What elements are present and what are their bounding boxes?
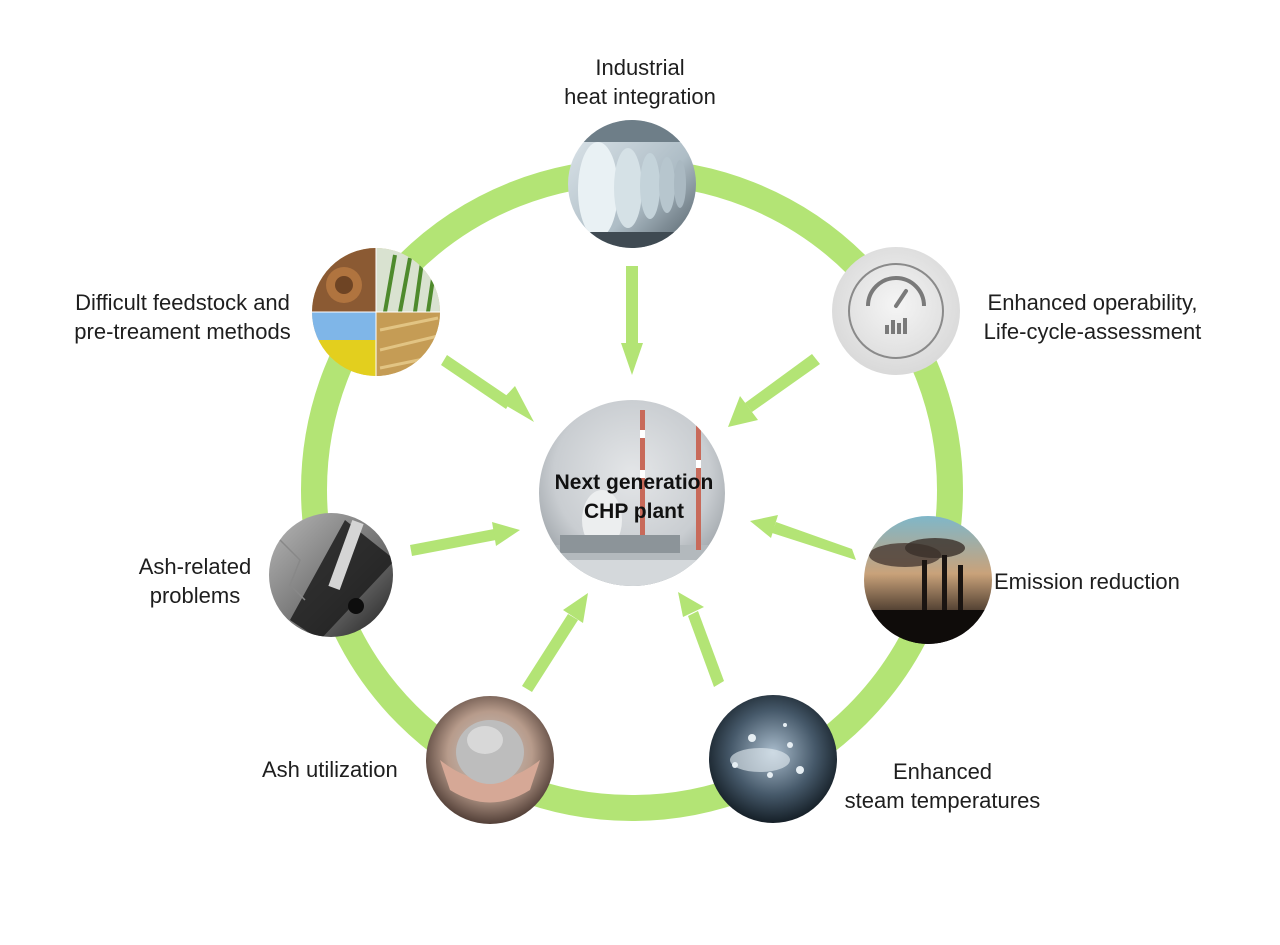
hub-label-line-1: Next generation — [554, 471, 714, 494]
steam-photo — [709, 695, 837, 823]
hub-label: Next generation CHP plant — [534, 468, 734, 526]
label-emission: Emission reduction — [994, 569, 1180, 594]
smokestack-photo — [864, 516, 992, 644]
arrow-from-ash-utilization — [522, 593, 588, 692]
label-feedstock: Difficult feedstock and pre-treament met… — [74, 290, 291, 344]
ash-deposit-photo — [269, 513, 393, 637]
arrow-from-emission — [750, 515, 856, 560]
arrow-from-feedstock — [441, 355, 534, 422]
label-industrial: Industrial heat integration — [564, 55, 716, 109]
hub-label-line-2: CHP plant — [584, 500, 684, 523]
label-ash-utilization: Ash utilization — [262, 757, 398, 782]
gauge-icon — [832, 247, 960, 375]
arrow-from-operability — [728, 354, 820, 427]
label-ash-problems: Ash-related problems — [138, 554, 252, 608]
arrow-from-industrial — [621, 266, 643, 375]
paper-rolls-photo — [568, 120, 696, 248]
label-operability: Enhanced operability, Life-cycle-assessm… — [983, 290, 1202, 344]
ash-in-hands-photo — [426, 696, 554, 824]
arrow-from-ash-problems — [410, 522, 520, 556]
biomass-collage-photo — [312, 248, 440, 376]
arrow-from-steam — [678, 592, 724, 687]
label-steam: Enhanced steam temperatures — [844, 759, 1041, 813]
